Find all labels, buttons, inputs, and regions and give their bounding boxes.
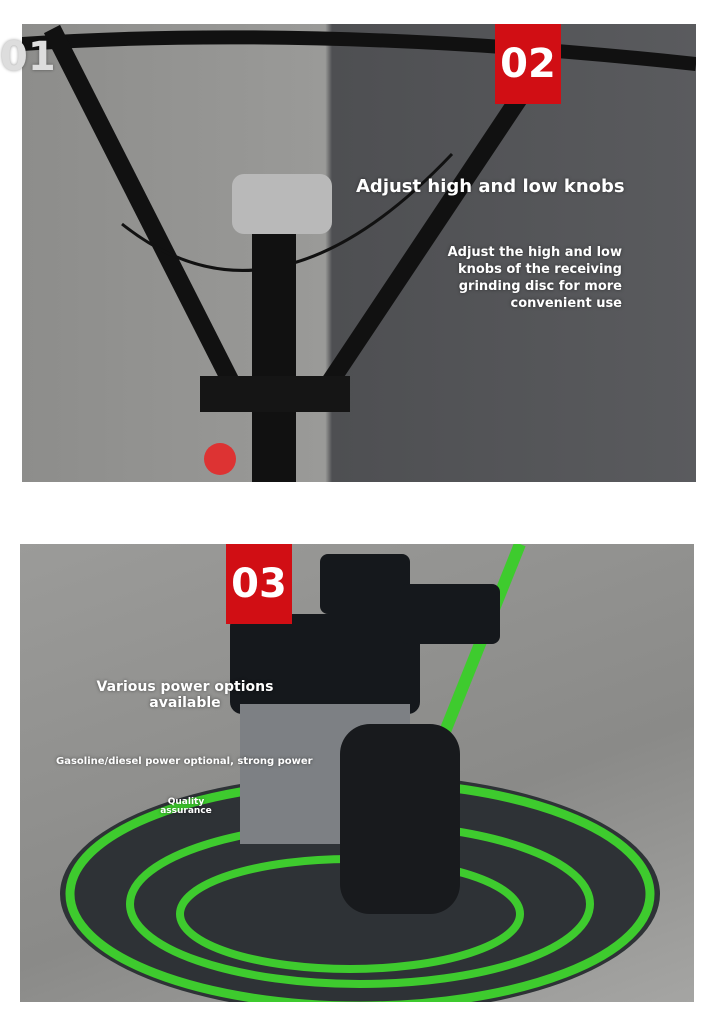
section-badge: 03 <box>226 544 292 624</box>
handle-frame-illustration <box>22 24 696 482</box>
feature-power: Gasoline/diesel power optional, strong p… <box>56 756 313 767</box>
feature-quality: Quality assurance <box>160 797 212 816</box>
engine-photo-panel: 03 Various power options available Gasol… <box>20 544 694 1002</box>
knob-photo-panel: 02 Adjust high and low knobs Adjust the … <box>22 24 696 482</box>
section-badge: 02 <box>495 24 561 104</box>
section-description: Adjust the high and low knobs of the rec… <box>447 245 622 311</box>
section-title: Various power options available <box>96 679 274 711</box>
power-trowel-illustration <box>60 544 660 1002</box>
section-title: Adjust high and low knobs <box>356 176 625 197</box>
section-number-fragment: 01 <box>0 34 56 80</box>
